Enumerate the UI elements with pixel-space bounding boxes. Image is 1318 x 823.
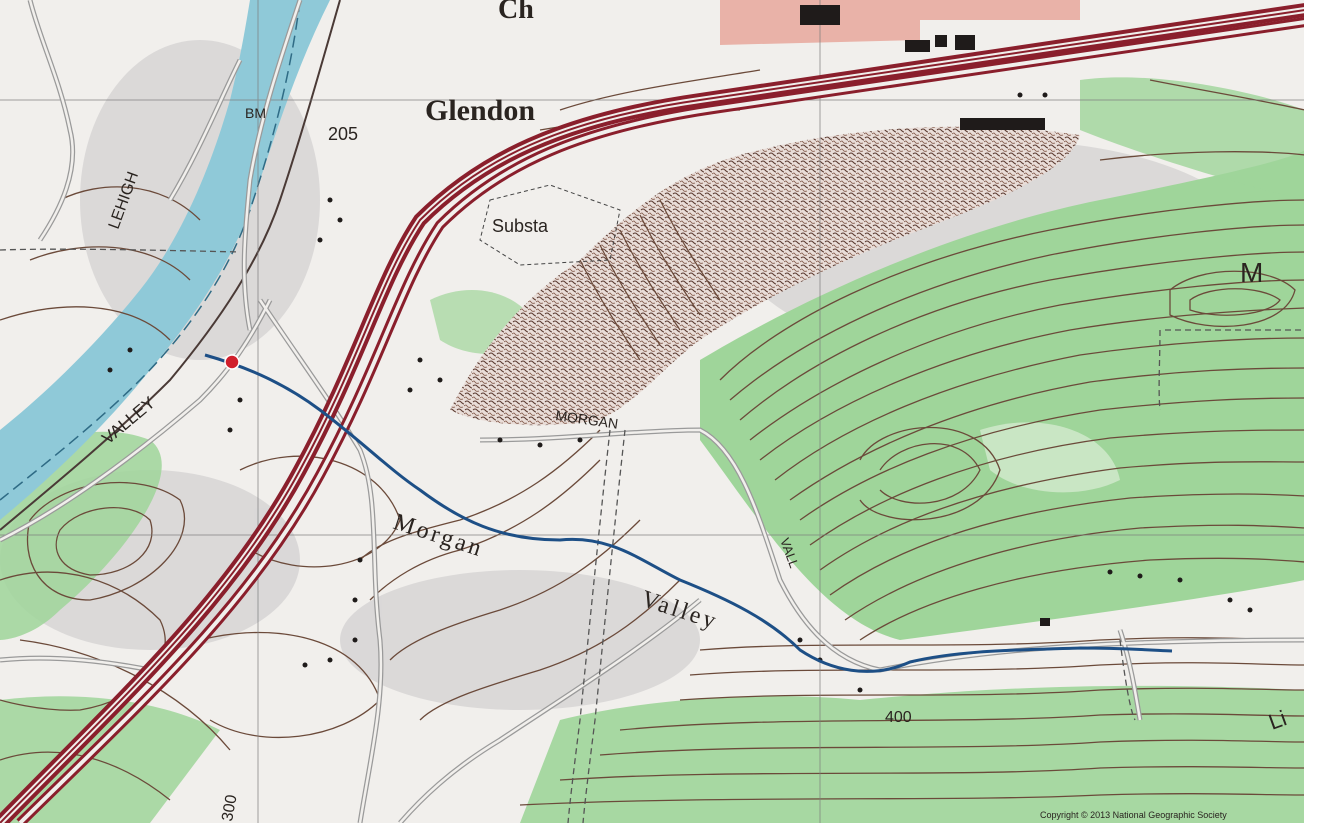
quarry-area: [450, 126, 1080, 426]
bm-label: BM: [245, 105, 266, 121]
quarry-contours: [579, 199, 721, 361]
copyright-text: Copyright © 2013 National Geographic Soc…: [1040, 810, 1227, 820]
substation-label: Substa: [492, 216, 549, 236]
partial-top-label: Ch: [498, 0, 534, 25]
contour-label-300: 300: [219, 793, 240, 822]
morgan-valley-stream: [204, 353, 1173, 673]
building-dots: [107, 92, 1253, 693]
location-marker: [224, 354, 240, 370]
lehigh-river: [0, 0, 330, 520]
buildings: [800, 5, 1050, 626]
map-edge-margin: [1304, 0, 1318, 823]
lehigh-canal: [0, 0, 301, 501]
partial-right-label-m: M: [1240, 257, 1263, 288]
river-bank-line: [0, 0, 341, 531]
interstate-highway: [0, 3, 1307, 823]
contour-label-400: 400: [885, 709, 912, 726]
place-label-glendon: Glendon: [425, 94, 535, 127]
woodland-areas: [0, 77, 1305, 823]
railroad-lines: [0, 248, 1305, 823]
elevation-label-bm: 205: [328, 124, 358, 144]
substation-boundary: [479, 184, 621, 266]
